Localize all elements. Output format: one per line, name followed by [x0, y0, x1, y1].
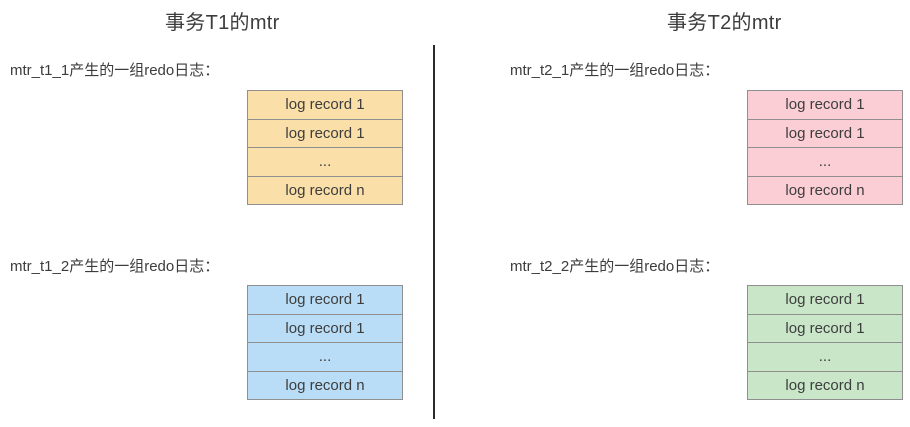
log-record-row: log record 1	[285, 291, 365, 308]
mtr-t2-2-log-table: log record 1 log record 1 ... log record…	[747, 285, 903, 400]
mtr-t2-1-log-table: log record 1 log record 1 ... log record…	[747, 90, 903, 205]
log-record-row: log record n	[248, 370, 402, 400]
transaction-t2-title: 事务T2的mtr	[667, 12, 782, 34]
mtr-t1-2-log-table: log record 1 log record 1 ... log record…	[247, 285, 403, 400]
mtr-t2-1-label: mtr_t2_1产生的一组redo日志：	[510, 62, 720, 79]
log-record-row: log record 1	[248, 313, 402, 343]
transaction-t1-title: 事务T1的mtr	[165, 12, 280, 34]
log-record-row: log record n	[748, 175, 902, 205]
log-record-ellipsis-row: ...	[748, 342, 902, 371]
log-record-row: log record n	[248, 175, 402, 205]
log-record-ellipsis-row: ...	[748, 147, 902, 176]
log-record-ellipsis-row: ...	[248, 147, 402, 176]
log-record-row: log record 1	[748, 118, 902, 148]
mtr-t1-2-label: mtr_t1_2产生的一组redo日志：	[10, 258, 220, 275]
column-divider-line	[433, 45, 435, 419]
mtr-t1-1-label: mtr_t1_1产生的一组redo日志：	[10, 62, 220, 79]
log-record-row: log record n	[748, 370, 902, 400]
mtr-t1-1-log-table: log record 1 log record 1 ... log record…	[247, 90, 403, 205]
log-record-row: log record 1	[285, 96, 365, 113]
log-record-ellipsis-row: ...	[248, 342, 402, 371]
log-record-row: log record 1	[785, 96, 865, 113]
log-record-row: log record 1	[748, 313, 902, 343]
log-record-row: log record 1	[248, 118, 402, 148]
mtr-t2-2-label: mtr_t2_2产生的一组redo日志：	[510, 258, 720, 275]
log-record-row: log record 1	[785, 291, 865, 308]
